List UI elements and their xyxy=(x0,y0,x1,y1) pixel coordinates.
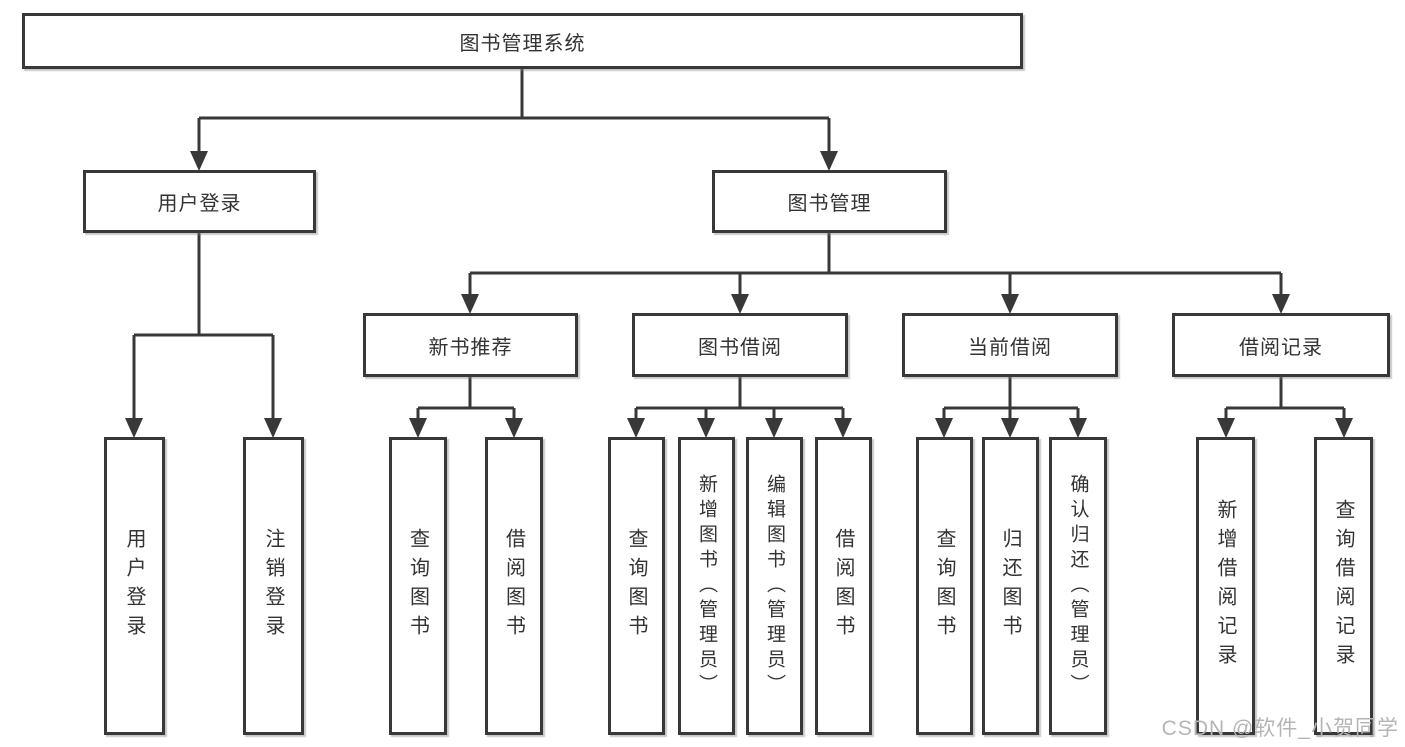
leaf-user-login-label: 用户登录 xyxy=(123,528,145,644)
leaf-bb-edit-books-admin-label: 编辑图书（管理员） xyxy=(764,473,785,699)
leaf-br-add-record-label: 新增借阅记录 xyxy=(1214,499,1236,673)
connector-borrow-records xyxy=(1224,377,1346,420)
node-root: 图书管理系统 xyxy=(22,13,1023,69)
node-new-book-recommend: 新书推荐 xyxy=(363,313,578,377)
leaf-bb-query-books: 查询图书 xyxy=(608,437,665,735)
leaf-bb-add-books-admin: 新增图书（管理员） xyxy=(678,437,735,735)
node-borrow-records-label: 借阅记录 xyxy=(1239,336,1323,359)
leaf-cb-return-books-label: 归还图书 xyxy=(999,528,1021,644)
node-current-borrow: 当前借阅 xyxy=(902,313,1118,377)
arrowheads-borrow-records xyxy=(1217,418,1353,438)
node-book-management: 图书管理 xyxy=(712,170,947,233)
leaf-bb-query-books-label: 查询图书 xyxy=(625,528,647,644)
node-new-book-recommend-label: 新书推荐 xyxy=(428,336,513,359)
arrowheads-book-borrow xyxy=(627,418,852,438)
leaf-cb-query-books: 查询图书 xyxy=(916,437,973,735)
node-root-label: 图书管理系统 xyxy=(459,32,586,55)
leaf-nbr-borrow-books-label: 借阅图书 xyxy=(502,528,525,644)
leaf-logout-label: 注销登录 xyxy=(262,528,284,644)
arrowheads-root xyxy=(190,151,838,171)
node-user-login: 用户登录 xyxy=(83,170,316,233)
leaf-nbr-borrow-books: 借阅图书 xyxy=(485,437,543,735)
leaf-logout: 注销登录 xyxy=(243,437,304,735)
connector-book-management xyxy=(468,233,1283,296)
node-current-borrow-label: 当前借阅 xyxy=(968,336,1052,359)
node-borrow-records: 借阅记录 xyxy=(1172,313,1390,377)
node-book-borrow-label: 图书借阅 xyxy=(698,336,782,359)
node-book-management-label: 图书管理 xyxy=(787,193,872,215)
leaf-cb-confirm-return-admin: 确认归还（管理员） xyxy=(1049,437,1107,735)
connector-new-book-recommend xyxy=(416,377,516,420)
node-book-borrow: 图书借阅 xyxy=(632,313,848,377)
connector-user-login xyxy=(132,233,275,420)
connector-current-borrow xyxy=(942,377,1080,420)
leaf-br-query-record-label: 查询借阅记录 xyxy=(1332,499,1354,673)
node-user-login-label: 用户登录 xyxy=(157,193,242,215)
arrowheads-current-borrow xyxy=(935,418,1087,438)
leaf-bb-borrow-books-label: 借阅图书 xyxy=(832,528,854,644)
leaf-br-add-record: 新增借阅记录 xyxy=(1196,437,1255,735)
leaf-bb-edit-books-admin: 编辑图书（管理员） xyxy=(746,437,803,735)
csdn-watermark: CSDN @软件_小贺同学 xyxy=(1161,717,1399,740)
connector-root xyxy=(197,69,831,153)
arrowheads-book-management xyxy=(461,294,1290,314)
leaf-user-login: 用户登录 xyxy=(104,437,165,735)
arrowheads-user-login xyxy=(125,418,282,438)
connector-book-borrow xyxy=(634,377,845,420)
leaf-br-query-record: 查询借阅记录 xyxy=(1314,437,1373,735)
leaf-cb-query-books-label: 查询图书 xyxy=(933,528,955,644)
arrowheads-new-book-recommend xyxy=(409,418,523,438)
leaf-bb-add-books-admin-label: 新增图书（管理员） xyxy=(696,473,717,699)
leaf-nbr-query-books: 查询图书 xyxy=(389,437,447,735)
leaf-bb-borrow-books: 借阅图书 xyxy=(815,437,872,735)
leaf-cb-return-books: 归还图书 xyxy=(982,437,1039,735)
leaf-nbr-query-books-label: 查询图书 xyxy=(406,528,429,644)
leaf-cb-confirm-return-admin-label: 确认归还（管理员） xyxy=(1067,473,1089,699)
